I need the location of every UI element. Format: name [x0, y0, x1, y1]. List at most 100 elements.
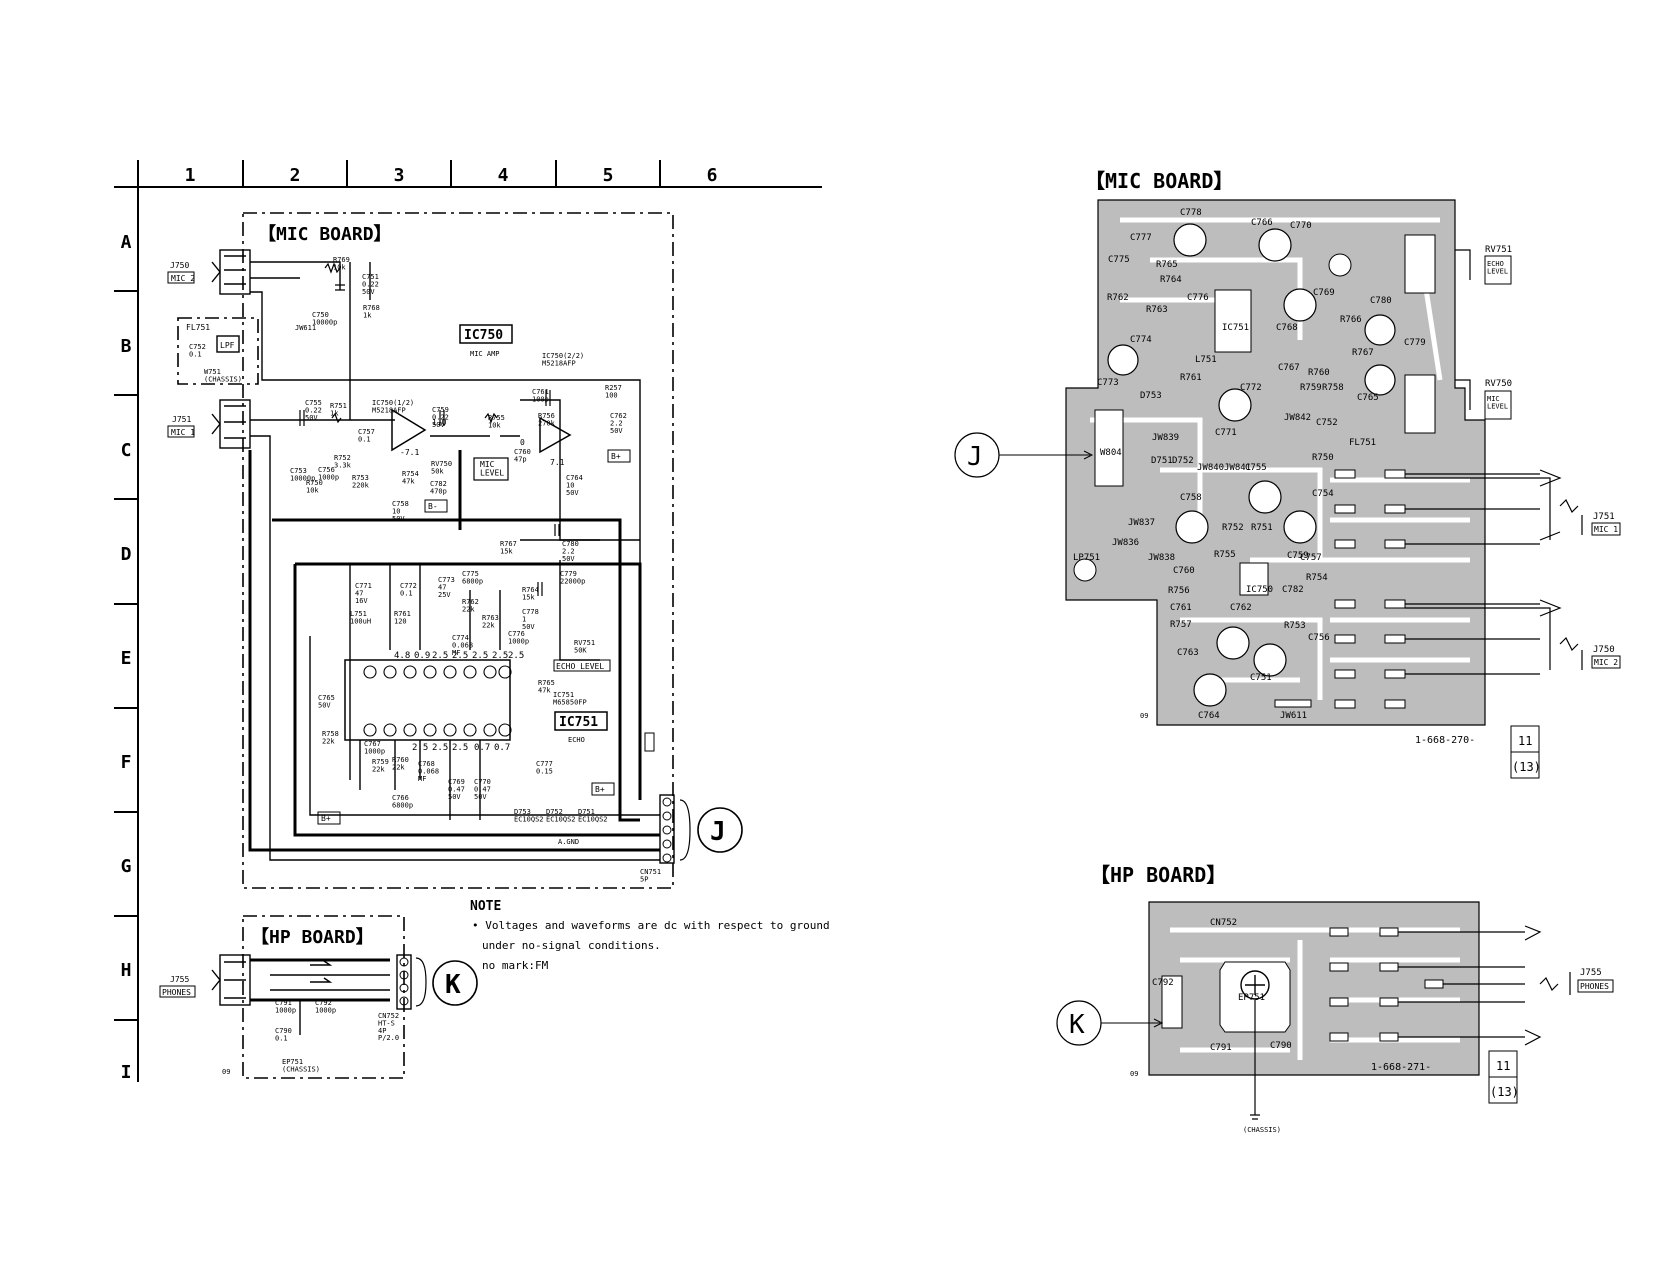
svg-text:JW837: JW837 — [1128, 518, 1155, 528]
svg-text:FL751: FL751 — [1349, 438, 1376, 448]
svg-text:MIC 1: MIC 1 — [1594, 525, 1618, 534]
svg-text:W751(CHASSIS): W751(CHASSIS) — [204, 368, 242, 383]
mic-pcb-sheet-box: 11 (13) — [1510, 725, 1541, 779]
j751-pcb-tag: J751 MIC 1 — [1591, 512, 1621, 536]
svg-text:JW611: JW611 — [295, 324, 316, 332]
svg-text:C765: C765 — [1357, 393, 1379, 403]
svg-text:IC750: IC750 — [1246, 585, 1273, 595]
svg-text:C773: C773 — [1097, 378, 1119, 388]
svg-text:L751: L751 — [1195, 355, 1217, 365]
svg-text:09: 09 — [222, 1068, 230, 1076]
svg-text:C759: C759 — [1287, 551, 1309, 561]
svg-text:C790: C790 — [1270, 1041, 1292, 1051]
grid-col-2: 2 — [290, 165, 301, 186]
svg-text:JW611: JW611 — [1280, 711, 1307, 721]
svg-text:RV751: RV751 — [1485, 245, 1512, 255]
grid-col-5: 5 — [603, 165, 614, 186]
mic-pcb-electrolytics — [1107, 223, 1396, 707]
svg-text:R751: R751 — [1251, 523, 1273, 533]
svg-text:J: J — [967, 442, 983, 472]
ic751-voltages-bottom: 2.5 2.5 2.5 0.7 0.7 — [412, 743, 510, 753]
svg-text:2.5: 2.5 — [508, 651, 524, 661]
svg-text:0.7: 0.7 — [494, 743, 510, 753]
svg-text:C771: C771 — [1215, 428, 1237, 438]
svg-text:K: K — [1069, 1010, 1085, 1040]
svg-text:C756: C756 — [1308, 633, 1330, 643]
svg-text:B+: B+ — [321, 814, 331, 823]
svg-text:JW839: JW839 — [1152, 433, 1179, 443]
hp-board-title: 【HP BOARD】 — [251, 927, 374, 948]
hp-pcb-labels: CN752 EP751 C792 C791 C790 09 (CHASSIS) — [1130, 918, 1292, 1134]
svg-text:2.5: 2.5 — [432, 743, 448, 753]
svg-text:R766: R766 — [1340, 315, 1362, 325]
note-line-3: no mark:FM — [482, 959, 549, 972]
svg-text:2.5: 2.5 — [452, 651, 468, 661]
svg-text:(13): (13) — [1490, 1085, 1519, 1099]
svg-text:D753: D753 — [1140, 391, 1162, 401]
svg-text:J755: J755 — [1580, 968, 1602, 978]
svg-text:4.8: 4.8 — [394, 651, 410, 661]
hp-pcb-pads — [1161, 927, 1444, 1042]
svg-text:R764: R764 — [1160, 275, 1182, 285]
grid-col-4: 4 — [498, 165, 509, 186]
note-title: NOTE — [470, 899, 501, 914]
svg-text:(CHASSIS): (CHASSIS) — [1243, 1126, 1281, 1134]
ic751-label: IC751 — [559, 715, 598, 730]
grid-row-a: A — [121, 232, 132, 253]
jack-j751: J751 MIC 1 — [167, 399, 251, 449]
mic-pcb-part-labels: C778 C766 C770 C777 C775 R765 R764 R762 … — [1073, 208, 1426, 721]
note-line-1: • Voltages and waveforms are dc with res… — [472, 919, 830, 932]
grid-row-i: I — [121, 1062, 132, 1083]
mic-pcb-jack-wires — [1405, 249, 1583, 675]
schematic-wiring — [248, 261, 660, 861]
svg-text:C769: C769 — [1313, 288, 1335, 298]
connector-k-badge: K — [445, 970, 461, 1000]
svg-text:B-: B- — [428, 502, 438, 511]
j755-pcb-tag: J755 PHONES — [1577, 968, 1614, 993]
svg-text:R755: R755 — [1214, 550, 1236, 560]
grid-row-d: D — [121, 544, 132, 565]
grid-row-b: B — [121, 336, 132, 357]
svg-text:R750: R750 — [1312, 453, 1334, 463]
hp-pcb-connector-k: K — [1056, 1000, 1164, 1046]
svg-text:EP751(CHASSIS): EP751(CHASSIS) — [282, 1058, 320, 1073]
svg-text:2.5: 2.5 — [412, 743, 428, 753]
svg-text:C766: C766 — [1251, 218, 1273, 228]
svg-text:D752: D752 — [1172, 456, 1194, 466]
svg-text:JW842: JW842 — [1284, 413, 1311, 423]
grid-row-h: H — [121, 960, 132, 981]
svg-text:IC750(1/2)M5218AFP: IC750(1/2)M5218AFP — [372, 399, 414, 414]
svg-text:0: 0 — [520, 438, 525, 447]
svg-text:RV750: RV750 — [1485, 379, 1512, 389]
svg-text:J750: J750 — [170, 261, 189, 270]
svg-text:C764: C764 — [1198, 711, 1220, 721]
mic-board-schematic: 【MIC BOARD】 J750 MIC 2 J751 MIC 1 FL751 … — [167, 212, 743, 889]
